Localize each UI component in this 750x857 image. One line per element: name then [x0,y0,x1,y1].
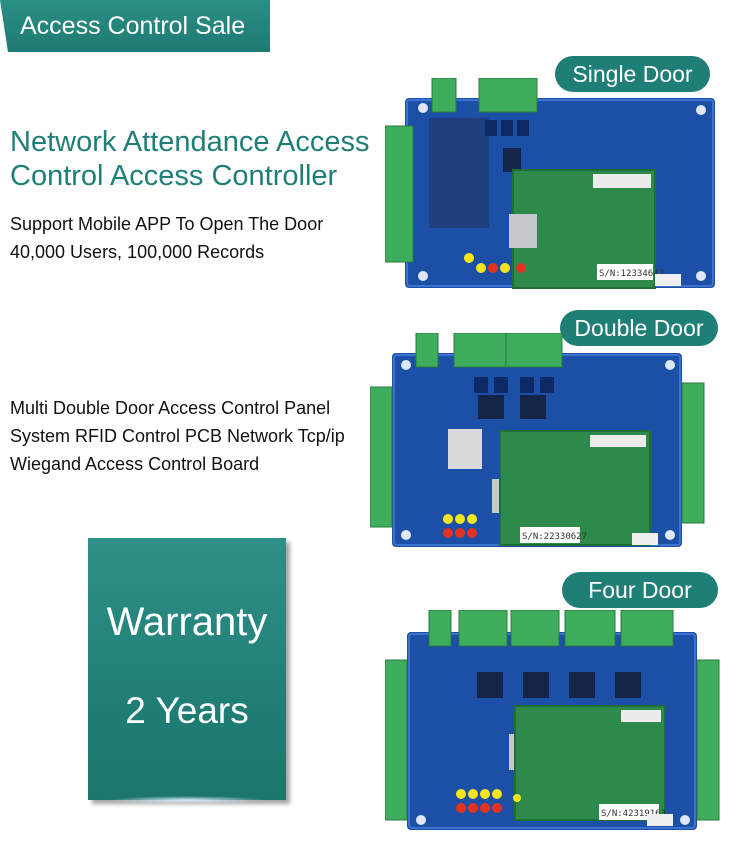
sale-banner: Access Control Sale [0,0,270,52]
serial-label: S/N:12334642 [599,269,664,279]
double-door-description: Multi Double Door Access Control Panel S… [10,394,345,478]
desc-line: Wiegand Access Control Board [10,454,260,474]
card-glow [108,796,266,804]
double-door-board-image: S/N:22330627 [370,333,705,547]
double-door-pill: Double Door [560,310,718,346]
desc-line: System RFID Control PCB Network Tcp/ip [10,426,345,446]
warranty-card: Warranty 2 Years [88,538,286,804]
serial-label: S/N:42319163 [601,809,666,819]
headline-line-2: Control Access Controller [10,160,338,192]
warranty-title: Warranty [106,600,268,644]
desc-line: 40,000 Users, 100,000 Records [10,242,265,262]
serial-label: S/N:22330627 [522,532,587,542]
desc-line: Support Mobile APP To Open The Door [10,214,324,234]
warranty-duration: 2 Years [125,690,249,731]
four-door-board-image: S/N:42319163 [385,610,720,830]
four-door-pill: Four Door [562,572,718,608]
single-door-description: Support Mobile APP To Open The Door 40,0… [10,210,323,266]
single-door-pill: Single Door [555,56,710,92]
headline-line-1: Network Attendance Access [10,126,370,158]
single-door-board-image: S/N:12334642 [385,78,715,289]
product-headline: Network Attendance Access Control Access… [10,125,380,193]
desc-line: Multi Double Door Access Control Panel [10,398,331,418]
